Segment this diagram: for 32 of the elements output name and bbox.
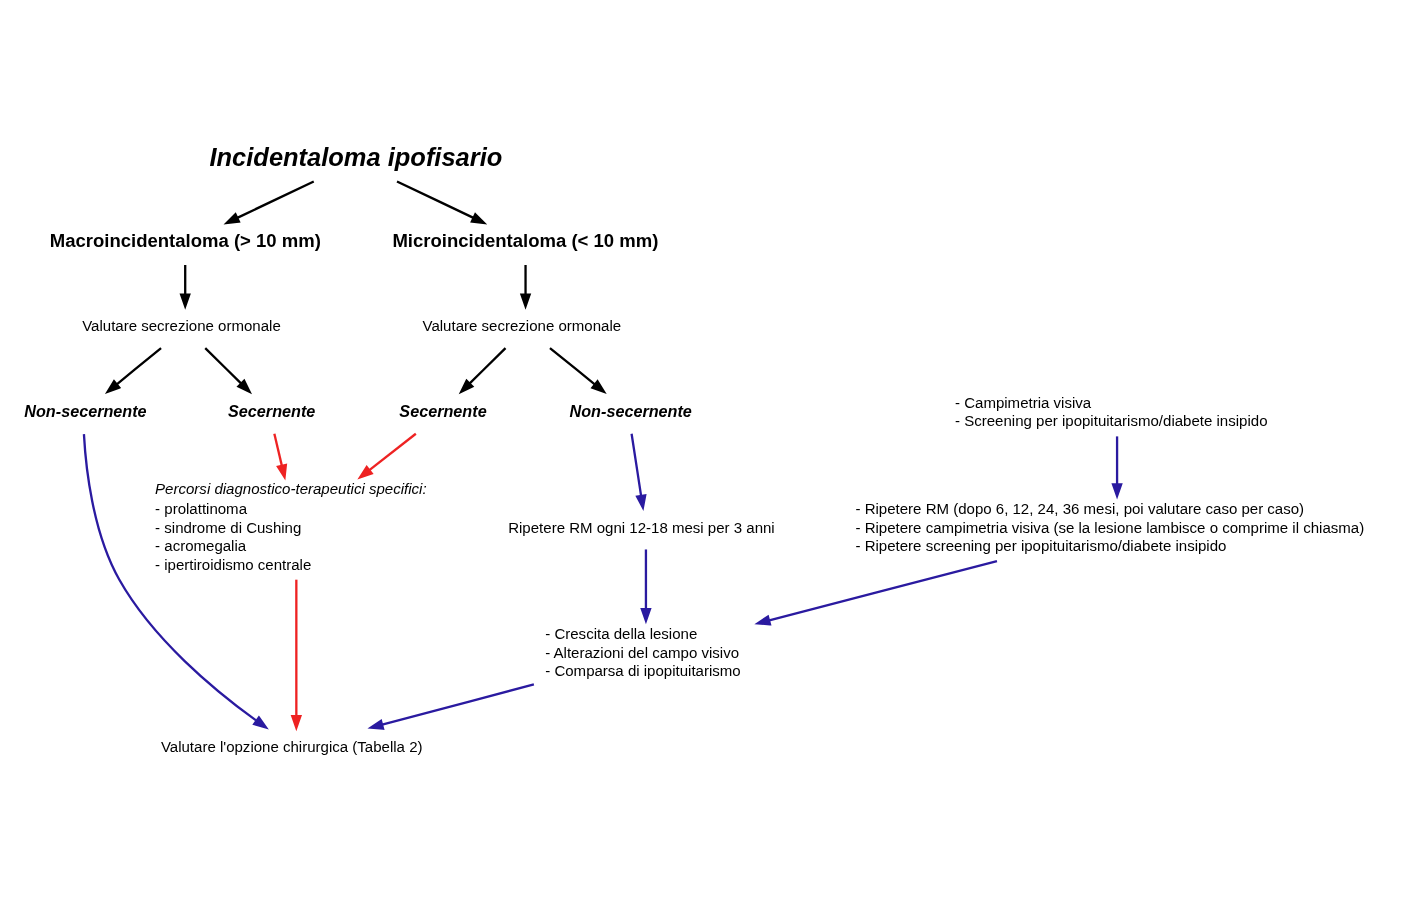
node-text: Valutare secrezione ormonale — [82, 317, 281, 335]
node-text: Secernente — [228, 401, 316, 420]
arrow — [357, 432, 417, 480]
arrow — [640, 549, 652, 625]
node-text: Secernente — [399, 401, 487, 420]
arrow — [519, 265, 532, 310]
arrow — [273, 433, 288, 481]
node-text: Valutare secrezione ormonale — [422, 317, 622, 335]
node-text: Ripetere RM ogni 12-18 mesi per 3 anni — [508, 518, 775, 536]
arrow — [458, 347, 507, 395]
node-text: Macroincidentaloma (> 10 mm) — [49, 230, 321, 252]
node-text: - Ripetere RM (dopo 6, 12, 24, 36 mesi, poi valutare caso per caso) - Ripetere campimetria visiva (se la lesione lambisce o comprime il chiasma) - Ripetere screening per ipopituitarismo/diabete insipido — [855, 500, 1365, 555]
arrow — [1111, 436, 1123, 500]
node-text: Non-secernente — [569, 401, 692, 420]
node-text: Valutare l'opzione chirurgica (Tabella 2) — [160, 738, 423, 756]
node-text: Non-secernente — [24, 401, 147, 420]
arrow — [754, 559, 998, 626]
arrow — [290, 579, 303, 732]
node-text: Percorsi diagnostico-terapeutici specifici: - prolattinoma - sindrome di Cushing - acromegalia - ipertiroidismo centrale — [155, 480, 427, 573]
arrow — [204, 347, 253, 395]
arrow — [82, 434, 269, 730]
node-text: Incidentaloma ipofisario — [209, 142, 503, 171]
arrow — [367, 683, 535, 730]
arrow — [179, 265, 191, 310]
node-text: - Campimetria visiva - Screening per ipopituitarismo/diabete insipido — [955, 393, 1268, 430]
arrow — [104, 347, 162, 394]
arrow — [396, 180, 488, 225]
node-text: - Crescita della lesione - Alterazioni del campo visivo - Comparsa di ipopituitarismo — [545, 625, 741, 680]
arrow — [223, 180, 315, 225]
arrow — [549, 347, 607, 394]
node-text: Microincidentaloma (< 10 mm) — [392, 230, 659, 252]
arrow — [630, 433, 647, 511]
